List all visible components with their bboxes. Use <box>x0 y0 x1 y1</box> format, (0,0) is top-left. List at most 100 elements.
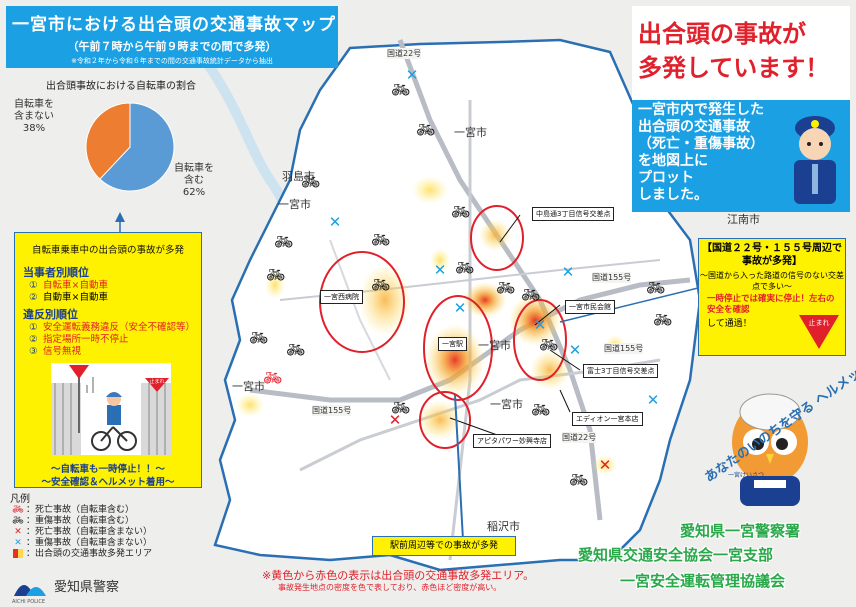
bicycle-icon: 🚲︎ <box>646 279 666 297</box>
bicycle-icon: 🚲︎ <box>391 399 411 417</box>
bicycle-icon: 🚲︎ <box>371 231 391 249</box>
blue-cross-icon: ✕ <box>14 538 22 548</box>
bicycle-icon: 🚲︎ <box>263 369 283 387</box>
legend-title: 凡例 <box>10 494 30 505</box>
pie-slice <box>85 102 131 180</box>
callout-apita: アピタパワー妙興寺店 <box>473 434 551 448</box>
road-label: 国道22号 <box>387 48 422 59</box>
cross-icon: ✕ <box>646 391 660 409</box>
bicycle-icon: 🚲︎ <box>496 279 516 297</box>
bicycle-icon: 🚲︎ <box>249 329 269 347</box>
cross-icon: ✕ <box>453 299 467 317</box>
org-driving-council: 一宮安全運転管理協議会 <box>620 572 786 590</box>
pie-label-with: 自転車を含む 62% <box>174 163 214 198</box>
callout-station: 一宮駅 <box>438 337 467 351</box>
legend-item: 🚲︎：重傷事故（自転車含む） <box>10 516 210 527</box>
route-sub: 〜国道から入った路道の信号のない交差点で多い〜 <box>700 271 844 291</box>
road-label: 国道155号 <box>604 343 644 354</box>
callout-nakajima: 中島通3丁目信号交差点 <box>532 207 615 221</box>
bicycle-icon: 🚲︎ <box>416 121 436 139</box>
bicycle-icon: 🚲︎ <box>286 341 306 359</box>
pie-label-without: 自転車を含まない 38% <box>14 99 54 134</box>
map-legend: 凡例 🚲︎：死亡事故（自転車含む） 🚲︎：重傷事故（自転車含む） ✕：死亡事故（… <box>10 490 210 560</box>
bicycle-icon: 🚲︎ <box>391 81 411 99</box>
data-source-note: ※令和２年から令和６年までの間の交通事故統計データから抽出 <box>71 57 273 65</box>
route-warning-box: 【国道２２号・１５５号周辺で事故が多発】 〜国道から入った路道の信号のない交差点… <box>698 238 846 356</box>
chart-title: 出合頭事故における自転車の割合 <box>46 81 196 92</box>
box-footer-2: 〜安全確認＆ヘルメット着用〜 <box>41 477 175 488</box>
red-bicycle-icon: 🚲︎ <box>12 505 24 515</box>
cross-icon: ✕ <box>568 341 582 359</box>
heat-area-icon <box>10 549 26 560</box>
callout-nishi-hospital: 一宮西病院 <box>320 290 363 304</box>
heat-note-sub: 事故発生地点の密度を色で表しており、赤色ほど密度が高い。 <box>278 583 502 592</box>
route-black-text: して通過！ <box>707 319 752 329</box>
pie-slice <box>99 102 175 192</box>
city-label: 一宮市 <box>278 198 311 211</box>
heat-note: ※黄色から赤色の表示は出合頭の交通事故多発エリア。 <box>262 569 535 582</box>
cross-icon: ✕ <box>405 66 419 84</box>
bicycle-icon: 🚲︎ <box>569 471 589 489</box>
mascot-name: 一宮けいさつ <box>728 472 765 479</box>
owl-mascot-illustration <box>732 393 808 506</box>
bicycle-icon: 🚲︎ <box>531 401 551 419</box>
police-logo: 愛知県警察 AICHI POLICE <box>10 572 170 605</box>
box-heading: 自転車乗車中の出合頭の事故が多発 <box>31 245 184 256</box>
police-emblem-icon <box>14 585 46 596</box>
callout-fuji: 富士3丁目信号交差点 <box>583 364 659 378</box>
bicycle-icon: 🚲︎ <box>301 173 321 191</box>
cross-icon: ✕ <box>433 261 447 279</box>
party-rank-title: 当事者別順位 <box>23 266 89 279</box>
black-bicycle-icon: 🚲︎ <box>12 516 24 526</box>
bicycle-icon: 🚲︎ <box>539 336 559 354</box>
city-label: 稲沢市 <box>487 520 520 533</box>
station-note: 駅前周辺等での事故が多発 <box>372 536 516 556</box>
police-officer-illustration <box>794 116 836 204</box>
cyclist-illustration <box>51 363 171 455</box>
bicycle-icon: 🚲︎ <box>274 233 294 251</box>
violation-rank-title: 違反別順位 <box>23 308 78 321</box>
callout-civic-hall: 一宮市民会館 <box>565 300 615 314</box>
city-label: 江南市 <box>727 213 760 226</box>
police-sub: AICHI POLICE <box>12 599 46 605</box>
bicycle-icon: 🚲︎ <box>455 259 475 277</box>
legend-item: ✕：死亡事故（自転車含まない） <box>10 527 210 538</box>
road-label: 国道155号 <box>312 405 352 416</box>
headline-box: 出合頭の事故が 多発しています！ 一宮市内で発生した 出合頭の交通事故 （死亡・… <box>632 6 850 212</box>
cross-icon: ✕ <box>388 411 402 429</box>
stop-sign-icon: 止まれ <box>799 315 839 349</box>
headline-line2: 多発しています！ <box>638 54 830 82</box>
legend-item: 🚲︎：死亡事故（自転車含む） <box>10 505 210 516</box>
road-label: 国道22号 <box>562 432 597 443</box>
org-police-station: 愛知県一宮警察署 <box>680 522 801 540</box>
city-label: 羽島市 <box>282 170 315 183</box>
headline-body: 一宮市内で発生した 出合頭の交通事故 （死亡・重傷事故） を地図上に プロット … <box>638 102 764 203</box>
cross-icon: ✕ <box>561 263 575 281</box>
box-footer-1: 〜自転車も一時停止！！〜 <box>50 464 165 475</box>
cross-icon: ✕ <box>533 316 547 334</box>
bicycle-icon: 🚲︎ <box>451 203 471 221</box>
page-subtitle: （午前７時から午前９時までの間で多発） <box>67 40 277 53</box>
cross-icon: ✕ <box>598 456 612 474</box>
org-safety-association: 愛知県交通安全協会一宮支部 <box>578 546 774 564</box>
red-cross-icon: ✕ <box>14 527 22 537</box>
title-banner: 一宮市における出合頭の交通事故マップ （午前７時から午前９時までの間で多発） ※… <box>6 6 338 68</box>
pie-chart <box>85 102 175 192</box>
legend-item: ：出合頭の交通事故多発エリア <box>10 549 210 560</box>
bicycle-ratio-chart: 出合頭事故における自転車の割合 自転車を含まない 38% 自転車を含む 62% <box>10 75 222 215</box>
callout-edion: エディオン一宮本店 <box>572 412 643 426</box>
bicycle-icon: 🚲︎ <box>371 276 391 294</box>
bicycle-icon: 🚲︎ <box>266 266 286 284</box>
bicycle-icon: 🚲︎ <box>521 286 541 304</box>
police-name: 愛知県警察 <box>54 580 120 595</box>
city-label: 一宮市 <box>232 380 265 393</box>
city-label: 一宮市 <box>490 398 523 411</box>
legend-item: ✕：重傷事故（自転車含まない） <box>10 538 210 549</box>
headline-line1: 出合頭の事故が <box>638 20 806 48</box>
